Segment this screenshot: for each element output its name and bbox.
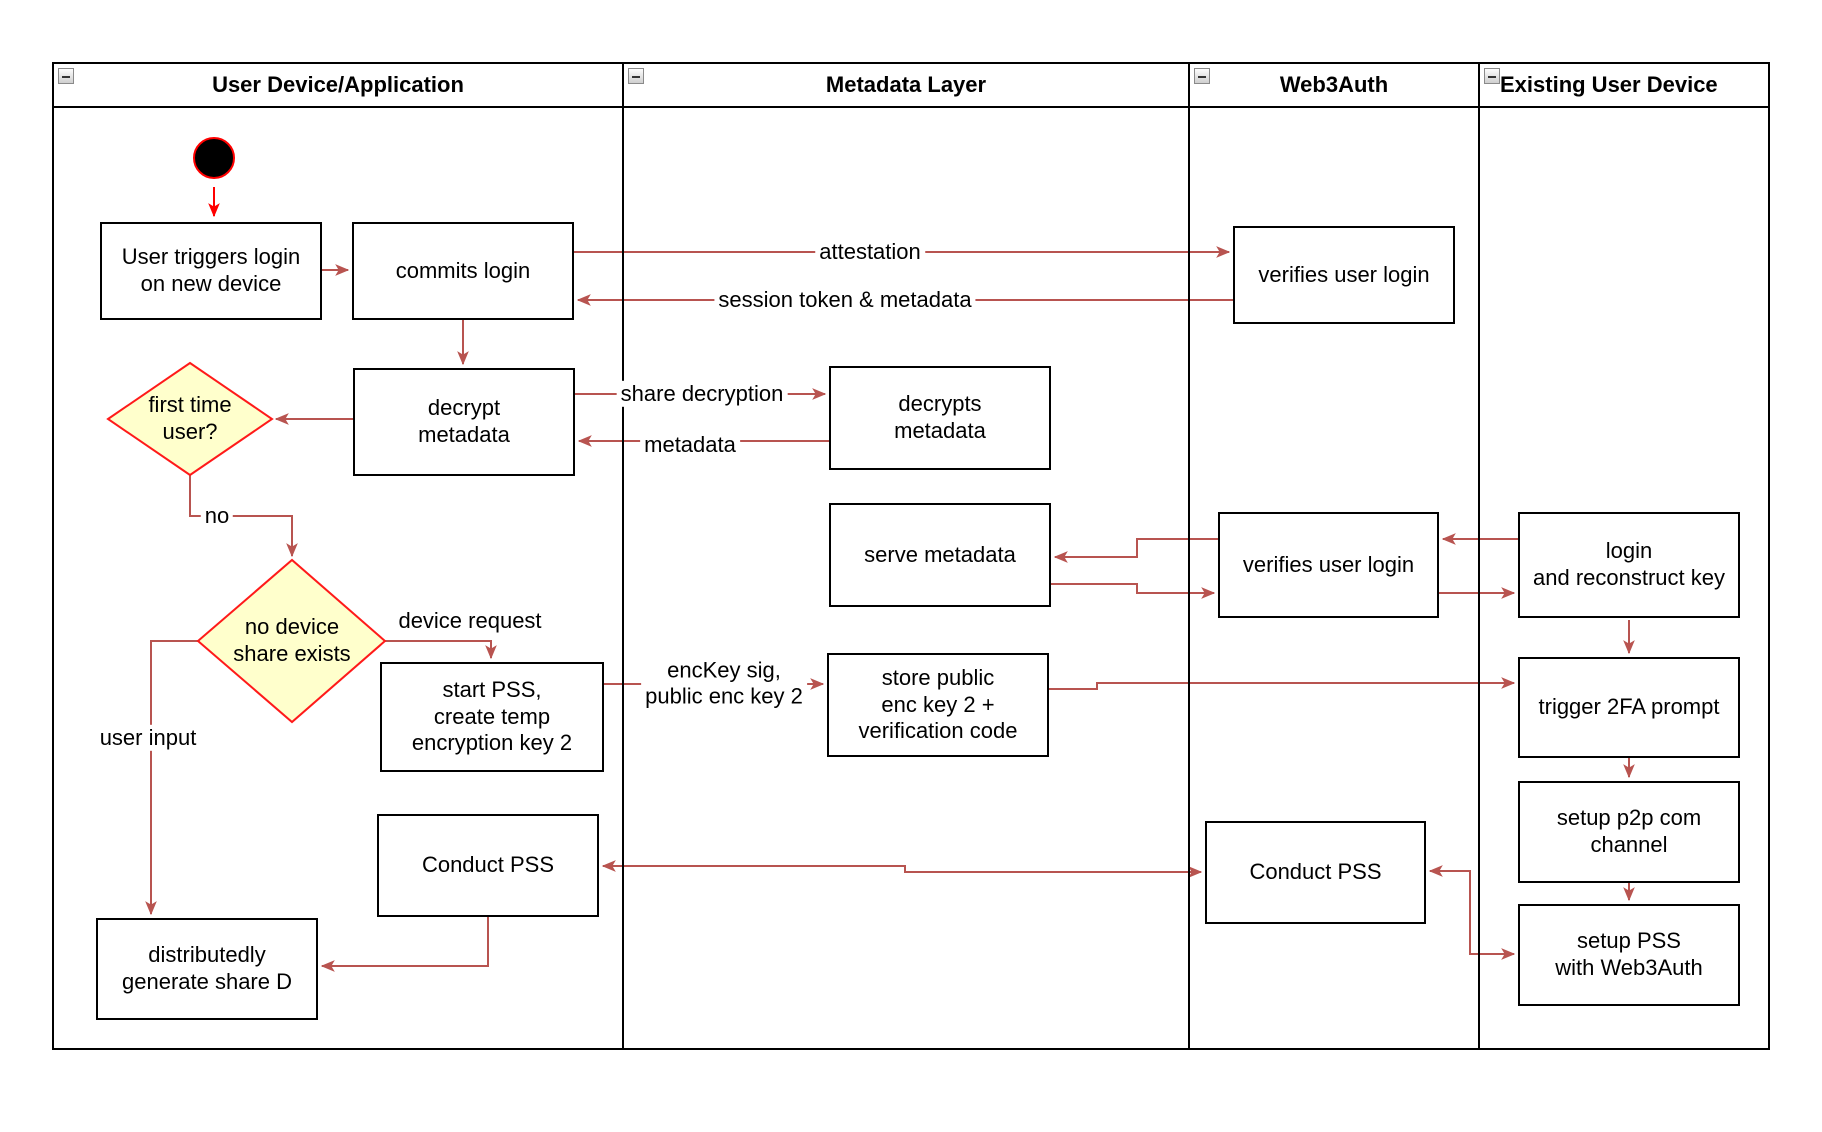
lane-divider-2 xyxy=(1188,62,1190,1050)
lane-title: Existing User Device xyxy=(1500,72,1718,97)
edge-user-input xyxy=(145,640,198,916)
collapse-icon[interactable] xyxy=(1484,68,1500,84)
edge-label-no: no xyxy=(200,502,234,530)
edge-label-device-request: device request xyxy=(394,607,546,635)
edge-label-enckey-sig: encKey sig, public enc key 2 xyxy=(641,657,807,711)
edge-serve-to-verifies2 xyxy=(1051,583,1216,599)
node-decrypts-metadata: decrypts metadata xyxy=(829,366,1051,470)
node-start-pss: start PSS, create temp encryption key 2 xyxy=(380,662,604,772)
node-commits-login: commits login xyxy=(352,222,574,320)
lane-header-web3auth: Web3Auth xyxy=(1190,64,1478,106)
edge-no-branch xyxy=(189,475,298,558)
node-trigger-2fa-prompt: trigger 2FA prompt xyxy=(1518,657,1740,758)
node-login-and-reconstruct-key: login and reconstruct key xyxy=(1518,512,1740,618)
node-verifies-user-login-2: verifies user login xyxy=(1218,512,1439,618)
lane-title: User Device/Application xyxy=(212,72,464,97)
decision-label-no-device-share: no device share exists xyxy=(233,614,351,666)
edge-conduct-setup-pss-link xyxy=(1428,865,1516,960)
lane-header-metadata-layer: Metadata Layer xyxy=(624,64,1188,106)
start-node xyxy=(193,137,235,179)
lane-header-user-device-application: User Device/Application xyxy=(54,64,622,106)
collapse-icon[interactable] xyxy=(58,68,74,84)
edge-store-to-trigger-2fa xyxy=(1049,677,1516,690)
node-setup-p2p-channel: setup p2p com channel xyxy=(1518,781,1740,883)
edge-label-attestation: attestation xyxy=(815,238,925,266)
edge-label-metadata: metadata xyxy=(640,431,740,459)
node-verifies-user-login-1: verifies user login xyxy=(1233,226,1455,324)
node-serve-metadata: serve metadata xyxy=(829,503,1051,607)
pool-border xyxy=(52,62,1770,1050)
node-decrypt-metadata: decrypt metadata xyxy=(353,368,575,476)
edge-label-user-input: user input xyxy=(95,724,201,752)
decision-first-time-user xyxy=(106,361,274,477)
node-conduct-pss-web3auth: Conduct PSS xyxy=(1205,821,1426,924)
lane-header-existing-user-device: Existing User Device xyxy=(1480,64,1768,106)
decision-label-first-time-user: first time user? xyxy=(148,392,232,444)
header-separator xyxy=(52,106,1770,108)
collapse-icon[interactable] xyxy=(1194,68,1210,84)
lane-divider-1 xyxy=(622,62,624,1050)
edge-label-share-decryption: share decryption xyxy=(616,380,788,408)
lane-title: Web3Auth xyxy=(1279,72,1389,97)
lane-title: Metadata Layer xyxy=(825,72,987,97)
collapse-icon[interactable] xyxy=(628,68,644,84)
decision-no-device-share xyxy=(196,558,387,724)
edge-verifies2-to-serve xyxy=(1053,538,1218,563)
node-distributedly-generate-share-d: distributedly generate share D xyxy=(96,918,318,1020)
edge-conduct-pss-link xyxy=(601,860,1203,878)
node-store-public-enc-key: store public enc key 2 + verification co… xyxy=(827,653,1049,757)
node-conduct-pss-app: Conduct PSS xyxy=(377,814,599,917)
node-user-triggers-login: User triggers login on new device xyxy=(100,222,322,320)
lane-divider-3 xyxy=(1478,62,1480,1050)
edge-conduct-to-dist-generate xyxy=(320,917,489,972)
edge-device-request xyxy=(385,640,497,660)
node-setup-pss-with-web3auth: setup PSS with Web3Auth xyxy=(1518,904,1740,1006)
edge-label-session-token: session token & metadata xyxy=(714,286,976,314)
